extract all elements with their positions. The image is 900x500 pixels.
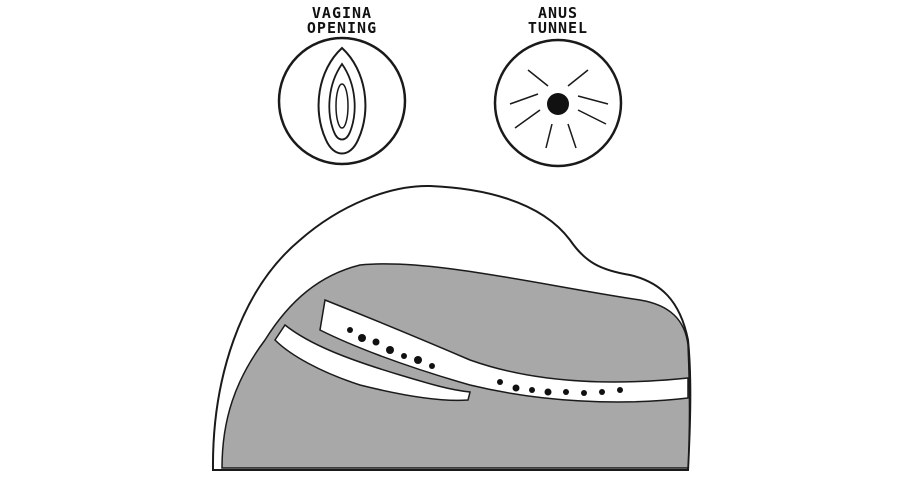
- label-line: ANUS: [537, 4, 579, 22]
- anus-tunnel-label: ANUS TUNNEL: [478, 6, 638, 36]
- label-line: OPENING: [306, 19, 378, 37]
- vagina-opening-label: VAGINA OPENING: [262, 6, 422, 36]
- label-line: TUNNEL: [527, 19, 589, 37]
- texture-dots: [347, 327, 623, 396]
- vagina-opening-icon: [277, 36, 407, 166]
- lower-channel: [274, 323, 471, 402]
- anus-tunnel-icon: [493, 38, 623, 168]
- product-cross-section: [211, 184, 692, 471]
- label-line: VAGINA: [311, 4, 373, 22]
